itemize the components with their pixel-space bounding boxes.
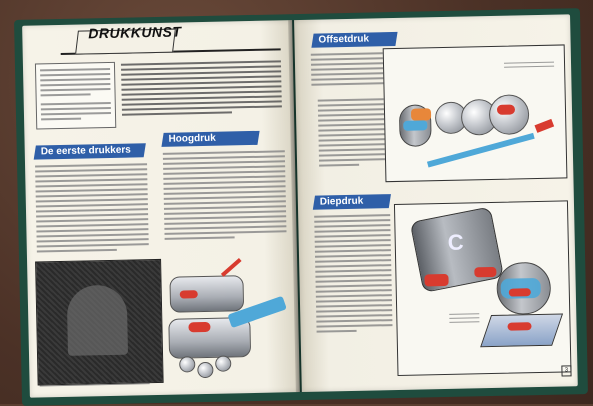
section-header-diepdruk: Diepdruk	[312, 194, 391, 210]
hoogdruk-illustration	[167, 258, 298, 391]
historical-print-shop-photo	[35, 258, 164, 386]
page-number: 3	[561, 365, 572, 377]
section-text-eerste-drukkers	[35, 163, 149, 255]
offsetdruk-illustration	[382, 44, 568, 183]
intro-text	[120, 60, 282, 118]
right-page: Offsetdruk Diepdruk	[294, 14, 578, 393]
page-title: DRUKKUNST	[88, 23, 182, 42]
intro-box	[34, 61, 117, 130]
section-text-hoogdruk	[162, 150, 287, 243]
left-page: DRUKKUNST De eerste drukkers	[22, 20, 300, 398]
section-header-hoogdruk: Hoogdruk	[161, 130, 260, 147]
section-header-offsetdruk: Offsetdruk	[311, 31, 398, 48]
section-header-eerste-drukkers: De eerste drukkers	[33, 143, 146, 160]
open-book: DRUKKUNST De eerste drukkers	[22, 14, 578, 401]
diepdruk-illustration: C	[393, 200, 572, 376]
section-text-diepdruk	[314, 214, 393, 336]
cylinder-letter: C	[447, 229, 464, 255]
photo-caption	[39, 383, 150, 389]
